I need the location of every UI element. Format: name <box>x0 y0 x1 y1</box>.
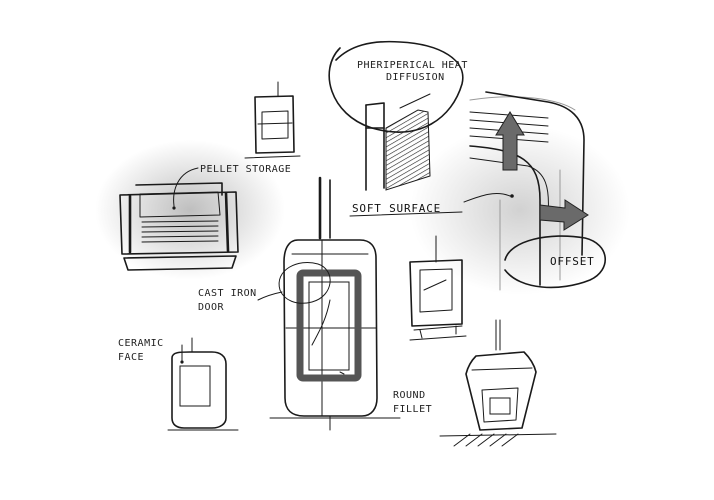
label-offset: OFFSET <box>550 255 595 268</box>
heat-flow-arrow-up <box>495 111 525 171</box>
label-face: FACE <box>118 352 144 363</box>
label-soft-surface: SOFT SURFACE <box>352 202 441 215</box>
label-cast-iron: CAST IRON <box>198 288 257 299</box>
label-door: DOOR <box>198 302 225 313</box>
ceramic-face-stove-sketch <box>167 337 239 431</box>
label-ceramic: CERAMIC <box>118 338 164 349</box>
pellet-storage-sketch <box>119 167 239 271</box>
label-pellet-storage: PELLET STORAGE <box>200 164 291 175</box>
soft-surface-vent-sketch <box>463 91 589 291</box>
label-diffusion: DIFFUSION <box>386 72 445 83</box>
peripherical-heat-detail <box>328 40 464 191</box>
marker-shading-right <box>410 125 630 295</box>
label-round: ROUND <box>393 390 426 401</box>
heat-flow-arrow-right <box>539 199 589 231</box>
label-fillet: FILLET <box>393 404 432 415</box>
offset-callout-circle <box>504 235 606 289</box>
hanging-stove-sketch <box>439 319 557 447</box>
label-peripherical-heat: PHERIPERICAL HEAT <box>357 60 468 71</box>
small-stove-top-sketch <box>244 81 301 159</box>
central-stove-sketch <box>269 176 401 431</box>
small-stove-center-right <box>409 235 467 341</box>
cast-iron-callout-circle <box>278 262 331 304</box>
